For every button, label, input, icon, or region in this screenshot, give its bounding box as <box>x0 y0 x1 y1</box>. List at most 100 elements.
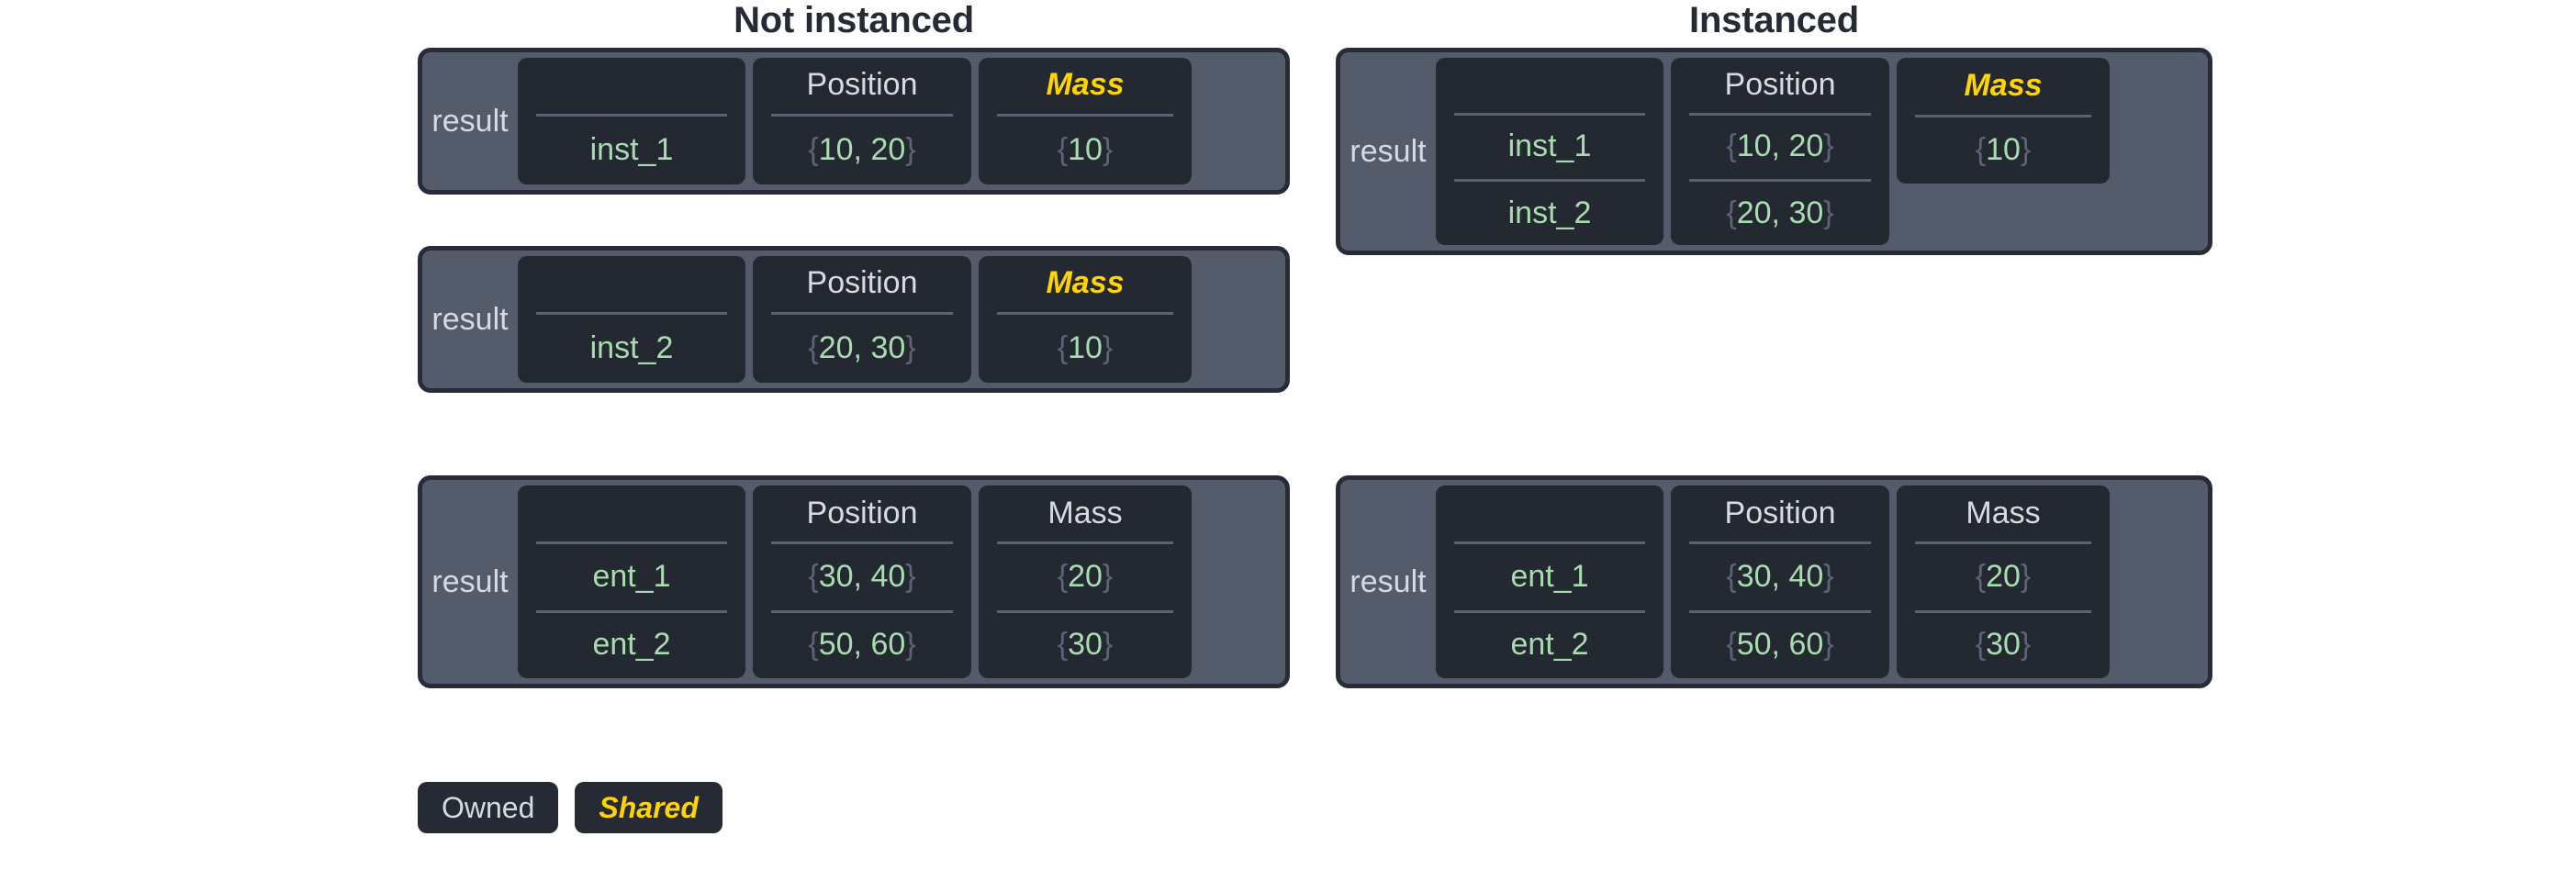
column-position: Position {20, 30} <box>753 256 971 383</box>
cell-position: {50, 60} <box>1671 613 1889 678</box>
column-instanced: Instanced result inst_1 inst_2 Position … <box>1336 0 2212 688</box>
value-text: 10 <box>1068 131 1103 167</box>
legend: Owned Shared <box>418 782 722 833</box>
brace-close: } <box>1102 131 1114 167</box>
cell-mass: {30} <box>979 613 1192 678</box>
brace-close: } <box>2020 627 2032 663</box>
panel-columns: inst_1 inst_2 Position {10, 20} {20, 30}… <box>1436 52 2208 251</box>
cell-mass: {10} <box>1897 117 2110 184</box>
row-divider <box>997 311 1173 315</box>
brace-close: } <box>1823 195 1834 230</box>
column-position: Position {10, 20} <box>753 58 971 184</box>
brace-open: { <box>1975 559 1987 595</box>
brace-open: { <box>1726 627 1737 663</box>
row-divider <box>1689 609 1871 613</box>
row-divider <box>771 311 953 315</box>
brace-open: { <box>1726 559 1737 595</box>
cell-name: inst_2 <box>589 329 674 365</box>
row-divider <box>536 541 727 545</box>
brace-open: { <box>1975 132 1987 168</box>
cell-position: {30, 40} <box>1671 544 1889 609</box>
row-divider <box>1454 112 1645 116</box>
row-divider <box>1689 178 1871 182</box>
cell-name: inst_1 <box>1507 128 1592 164</box>
column-name: inst_1 inst_2 <box>1436 58 1663 245</box>
brace-open: { <box>1057 627 1069 663</box>
column-header-position: Position <box>806 495 918 530</box>
column-mass: Mass {20} {30} <box>979 485 1192 678</box>
value-text: 50, 60 <box>1736 627 1824 663</box>
brace-open: { <box>1057 559 1069 595</box>
cell-name: inst_2 <box>1507 195 1592 230</box>
value-text: 30 <box>1986 627 2021 663</box>
row-divider <box>536 113 727 117</box>
cell-mass: {10} <box>979 315 1192 383</box>
brace-open: { <box>1726 128 1737 164</box>
row-divider <box>1915 541 2091 545</box>
row-divider <box>1915 609 2091 613</box>
panel-label: result <box>431 104 509 139</box>
brace-open: { <box>1057 329 1069 365</box>
cell-mass: {20} <box>979 544 1192 609</box>
brace-open: { <box>808 329 819 365</box>
result-panel-right-1: result inst_1 inst_2 Position {10, 20} {… <box>1336 48 2212 255</box>
cell-position: {20, 30} <box>753 315 971 383</box>
row-divider <box>1689 112 1871 116</box>
column-position: Position {30, 40} {50, 60} <box>1671 485 1889 678</box>
legend-chip-owned: Owned <box>418 782 559 833</box>
brace-open: { <box>1726 195 1737 230</box>
column-mass: Mass {10} <box>979 256 1192 383</box>
column-mass: Mass {10} <box>1897 58 2110 184</box>
column-title-not-instanced: Not instanced <box>734 0 974 40</box>
cell-position: {10, 20} <box>1671 116 1889 179</box>
row-divider <box>1915 115 2091 117</box>
brace-close: } <box>905 559 916 595</box>
row-divider <box>997 541 1173 545</box>
column-mass: Mass {20} {30} <box>1897 485 2110 678</box>
value-text: 30, 40 <box>1736 559 1824 595</box>
column-name: ent_1 ent_2 <box>518 485 745 678</box>
value-text: 20, 30 <box>1736 195 1824 230</box>
column-header-position: Position <box>806 265 918 301</box>
value-text: 10, 20 <box>1736 128 1824 164</box>
cell-name: ent_2 <box>592 627 671 663</box>
brace-close: } <box>905 131 916 167</box>
column-mass: Mass {10} <box>979 58 1192 184</box>
panel-label: result <box>1350 134 1427 169</box>
column-header-mass: Mass <box>1964 68 2043 104</box>
row-divider <box>997 609 1173 613</box>
cell-mass: {20} <box>1897 544 2110 609</box>
cell-name: ent_1 <box>592 559 671 595</box>
column-header-name <box>1436 58 1663 113</box>
brace-open: { <box>808 627 819 663</box>
value-text: 10 <box>1986 132 2021 168</box>
column-name: inst_1 <box>518 58 745 184</box>
panel-label: result <box>431 302 509 337</box>
panel-columns: ent_1 ent_2 Position {30, 40} {50, 60} M… <box>518 480 1285 684</box>
value-text: 10 <box>1068 329 1103 365</box>
result-panel-right-2: result ent_1 ent_2 Position {30, 40} {50… <box>1336 475 2212 688</box>
brace-open: { <box>808 131 819 167</box>
column-header-position: Position <box>806 67 918 103</box>
panel-label: result <box>431 564 509 599</box>
legend-chip-shared: Shared <box>575 782 722 833</box>
result-panel-left-1: result inst_1 Position {10, 20} Mass {10… <box>418 48 1290 195</box>
result-panel-left-2: result inst_2 Position {20, 30} Mass {10… <box>418 246 1290 393</box>
row-divider <box>536 311 727 315</box>
brace-close: } <box>1102 559 1114 595</box>
column-name: inst_2 <box>518 256 745 383</box>
brace-close: } <box>1823 627 1834 663</box>
row-divider <box>1689 541 1871 545</box>
brace-close: } <box>905 329 916 365</box>
row-divider <box>997 113 1173 117</box>
column-header-mass: Mass <box>1966 495 2041 530</box>
brace-close: } <box>1823 559 1834 595</box>
brace-close: } <box>1823 128 1834 164</box>
brace-open: { <box>1057 131 1069 167</box>
panel-label: result <box>1350 564 1427 599</box>
value-text: 30, 40 <box>818 559 906 595</box>
row-divider <box>1454 609 1645 613</box>
column-title-instanced: Instanced <box>1689 0 1859 40</box>
value-text: 50, 60 <box>818 627 906 663</box>
brace-close: } <box>1102 329 1114 365</box>
